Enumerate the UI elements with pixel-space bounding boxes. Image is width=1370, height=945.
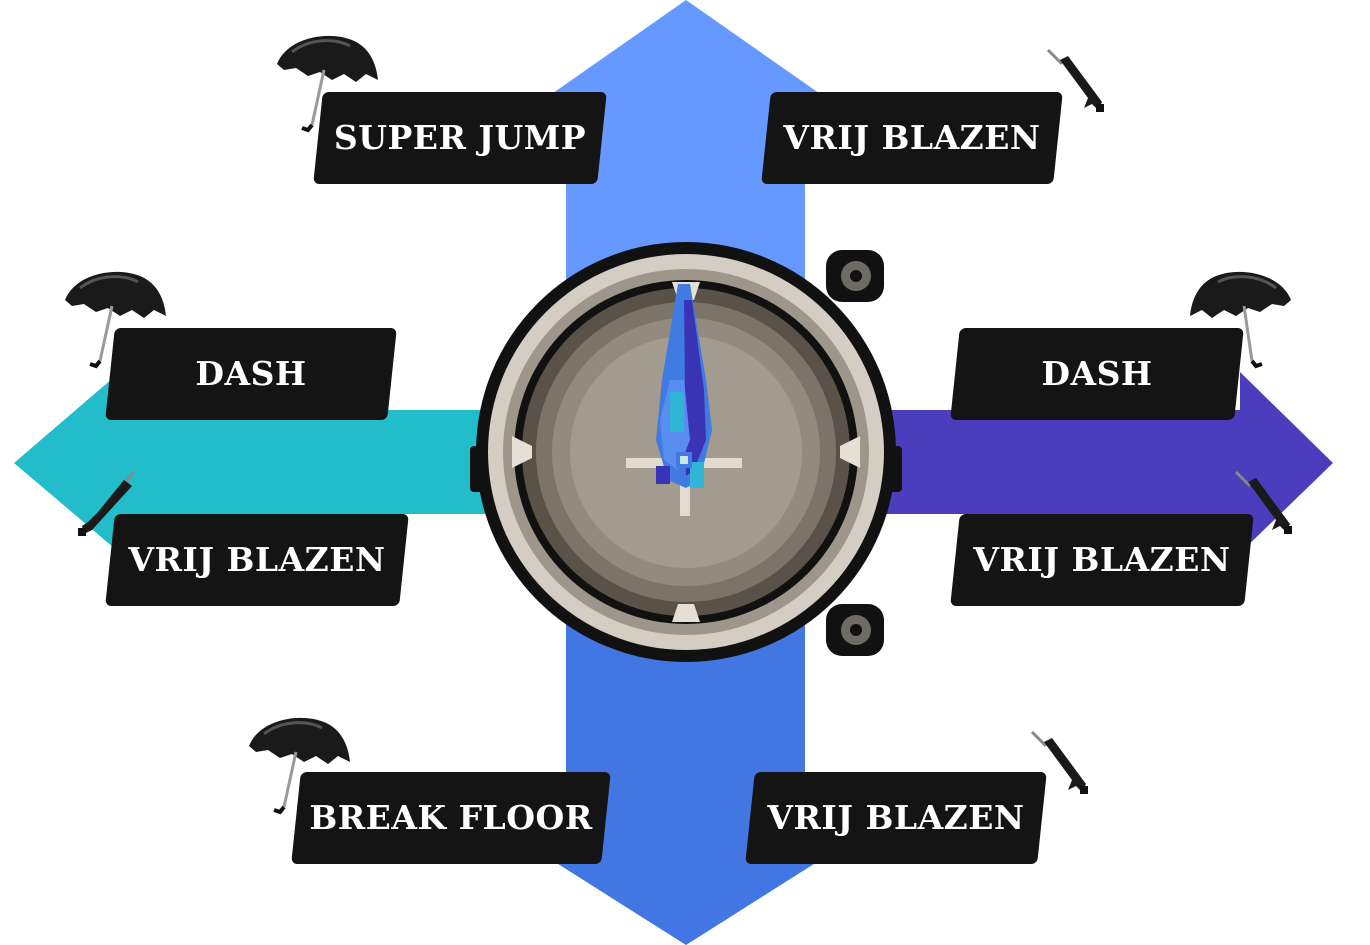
compass-knob-bottom — [826, 604, 884, 656]
compass-knob-top — [826, 250, 884, 302]
label-text: VRIJ BLAZEN — [128, 540, 386, 579]
label-vrij-blazen-bottom: VRIJ BLAZEN — [745, 772, 1047, 864]
label-text: SUPER JUMP — [333, 118, 587, 157]
label-dash-left: DASH — [105, 328, 397, 420]
umbrella-open-icon — [65, 271, 166, 369]
label-break-floor: BREAK FLOOR — [291, 772, 611, 864]
label-text: DASH — [1041, 354, 1153, 393]
label-text: DASH — [195, 354, 307, 393]
umbrella-closed-icon — [1234, 470, 1292, 534]
label-text: VRIJ BLAZEN — [783, 118, 1041, 157]
label-vrij-blazen-right: VRIJ BLAZEN — [950, 514, 1254, 606]
umbrella-open-icon — [1190, 271, 1291, 369]
umbrella-closed-icon — [1046, 48, 1104, 112]
umbrella-closed-icon — [1030, 730, 1088, 794]
label-super-jump: SUPER JUMP — [313, 92, 607, 184]
label-text: BREAK FLOOR — [309, 798, 593, 837]
umbrella-closed-icon — [78, 471, 136, 536]
label-vrij-blazen-left: VRIJ BLAZEN — [105, 514, 409, 606]
label-text: VRIJ BLAZEN — [767, 798, 1025, 837]
compass-icon — [470, 242, 902, 662]
umbrella-open-icon — [277, 35, 378, 133]
label-vrij-blazen-top: VRIJ BLAZEN — [761, 92, 1063, 184]
umbrella-open-icon — [249, 717, 350, 815]
label-text: VRIJ BLAZEN — [973, 540, 1231, 579]
label-dash-right: DASH — [950, 328, 1244, 420]
